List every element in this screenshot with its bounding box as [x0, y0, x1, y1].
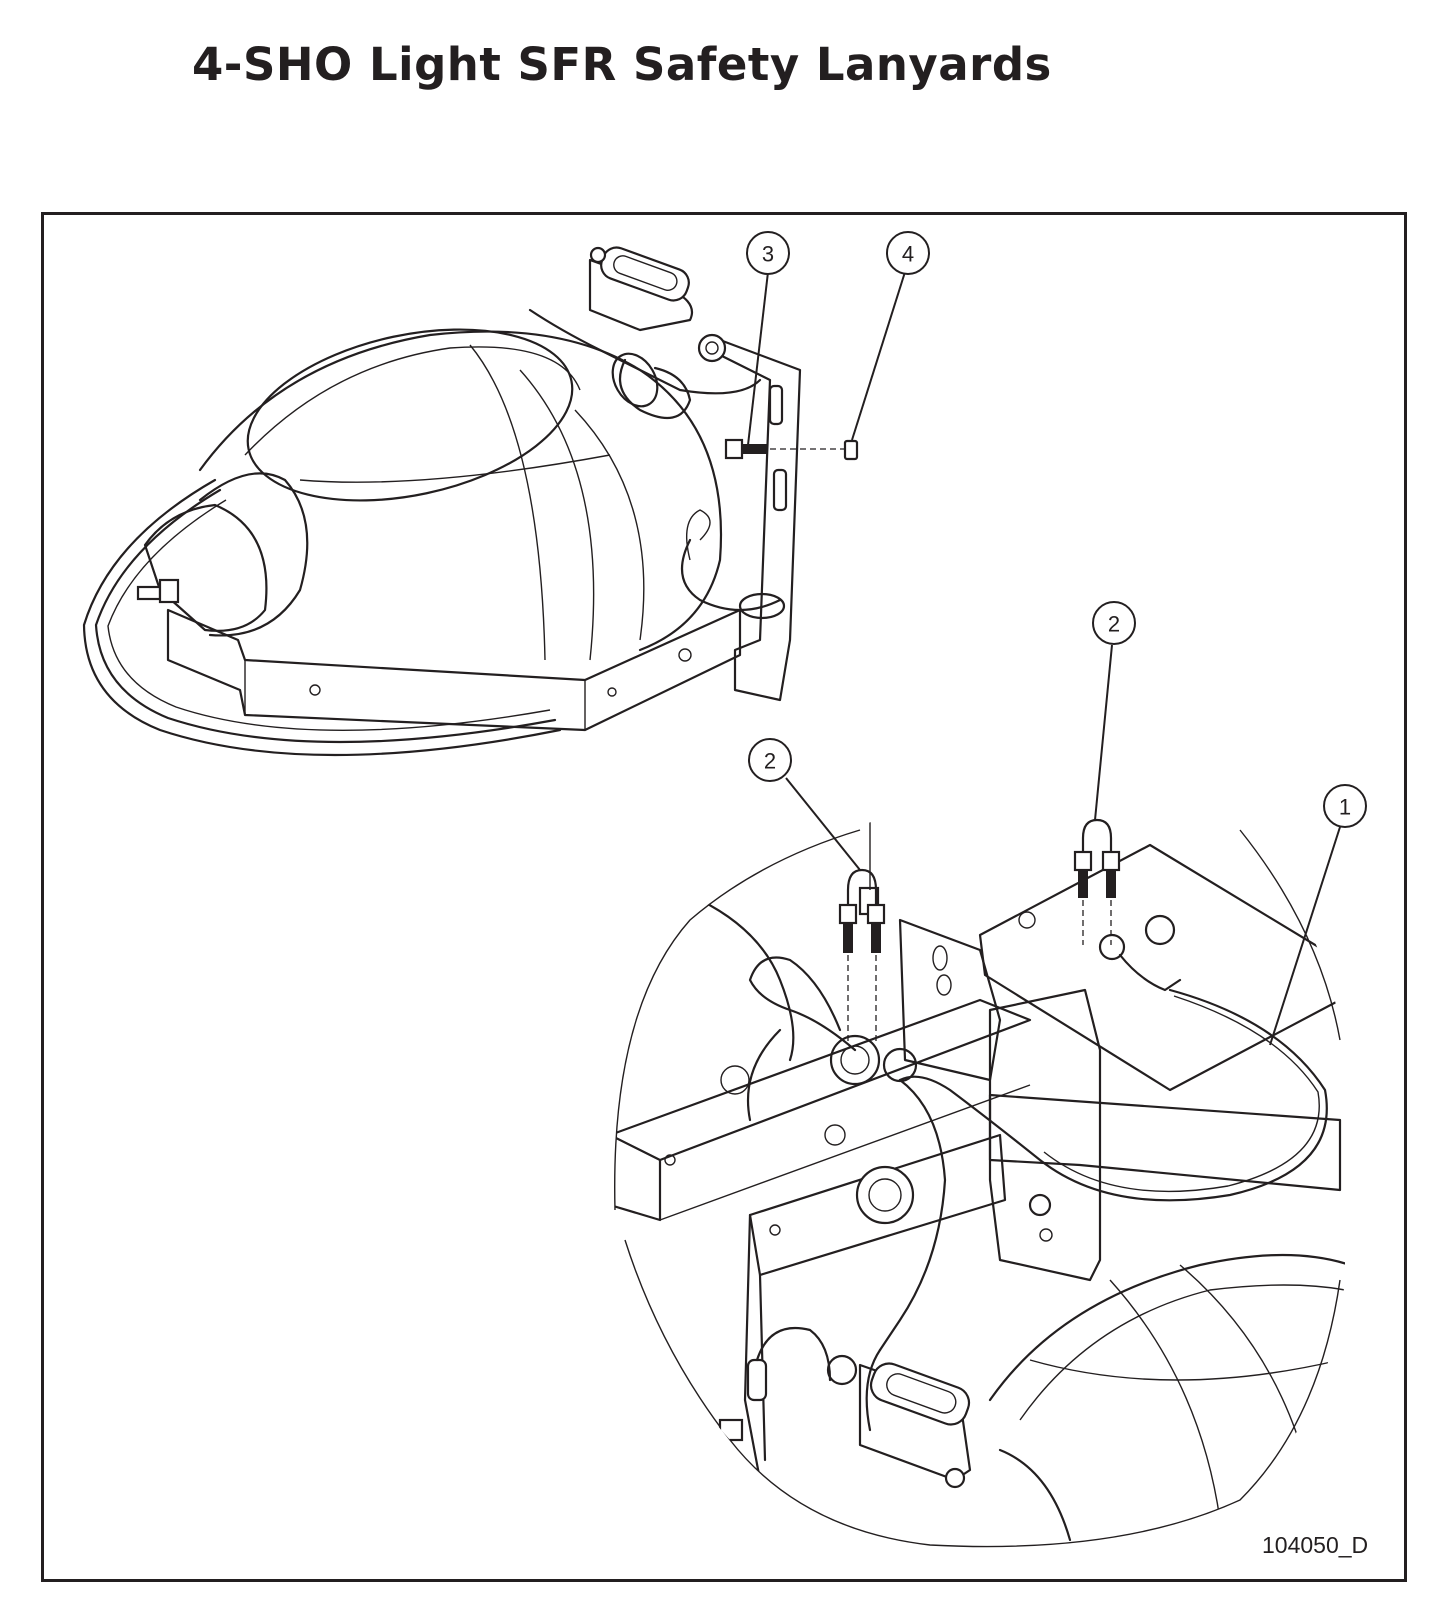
callout-1: 1	[1269, 784, 1367, 1046]
callout-3: 3	[746, 231, 790, 446]
drawing-number: 104050_D	[1262, 1532, 1368, 1558]
lower-channel	[748, 1133, 1007, 1277]
light-fixture-upper	[82, 246, 859, 757]
top-plate	[978, 843, 1342, 1092]
lens-housing	[198, 472, 309, 637]
lanyard-cable-upper	[528, 308, 762, 395]
drawing-frame	[41, 212, 1407, 1582]
bracket-plate	[898, 918, 1002, 1082]
detail-boundary	[614, 829, 1341, 1548]
lens-stud	[136, 585, 162, 601]
callout-2-lower-label: 2	[764, 749, 776, 774]
safety-cable	[898, 988, 1328, 1202]
callout-4-label: 4	[902, 242, 914, 267]
bolt-shank	[742, 444, 768, 454]
callout-2-upper-label: 2	[1108, 612, 1120, 637]
callout-2-lower: 2	[748, 738, 861, 871]
reflector-rim	[82, 478, 562, 757]
cross-beam	[614, 998, 1032, 1162]
support-arm	[988, 1093, 1342, 1192]
callout-1-label: 1	[1339, 795, 1351, 820]
bolt-head	[724, 438, 744, 460]
u-bolt-right	[1073, 818, 1121, 945]
dome-top-ellipse	[246, 328, 574, 502]
page-title: 4-SHO Light SFR Safety Lanyards	[192, 38, 1052, 91]
detail-view	[614, 810, 1345, 1548]
ring-terminal-upper	[1098, 933, 1126, 961]
u-bolt-left	[838, 868, 886, 1045]
callout-3-label: 3	[762, 242, 774, 267]
mounting-band	[166, 608, 742, 732]
callout-4: 4	[851, 231, 930, 441]
side-bracket	[718, 338, 802, 702]
hub-nut	[855, 1165, 915, 1225]
nut	[843, 439, 859, 461]
lamp-dome-lower	[988, 1253, 1345, 1402]
ring-terminal	[829, 1034, 881, 1086]
callout-2-upper: 2	[1092, 601, 1136, 821]
